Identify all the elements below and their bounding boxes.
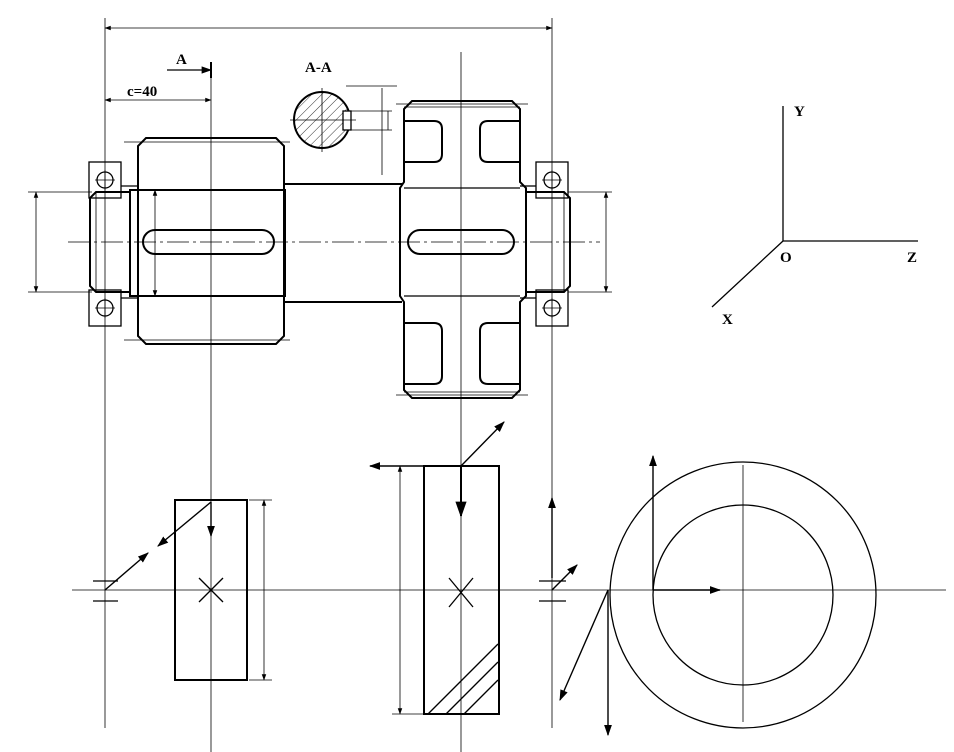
axis-origin-label: O <box>780 250 792 266</box>
dimension-c-label: c=40 <box>127 84 157 100</box>
section-mark-label: A <box>176 52 187 68</box>
coordinate-axes: Y Z X O <box>711 104 918 328</box>
arrow-icon <box>559 589 609 702</box>
assembly-view: c=40 A A-A <box>28 18 612 752</box>
arrow-icon <box>460 421 505 467</box>
arrow-icon <box>551 564 578 591</box>
shaft-section <box>290 85 397 175</box>
bearing-icon <box>88 161 122 327</box>
axis-y-label: Y <box>794 104 805 120</box>
arrow-icon <box>104 552 149 591</box>
axis-z-label: Z <box>907 250 917 266</box>
section-title: A-A <box>305 60 332 76</box>
arrow-icon <box>157 501 212 547</box>
force-diagram <box>72 421 946 737</box>
axis-x-label: X <box>722 312 733 328</box>
bearing-icon <box>535 161 569 327</box>
right-gear <box>396 100 528 399</box>
